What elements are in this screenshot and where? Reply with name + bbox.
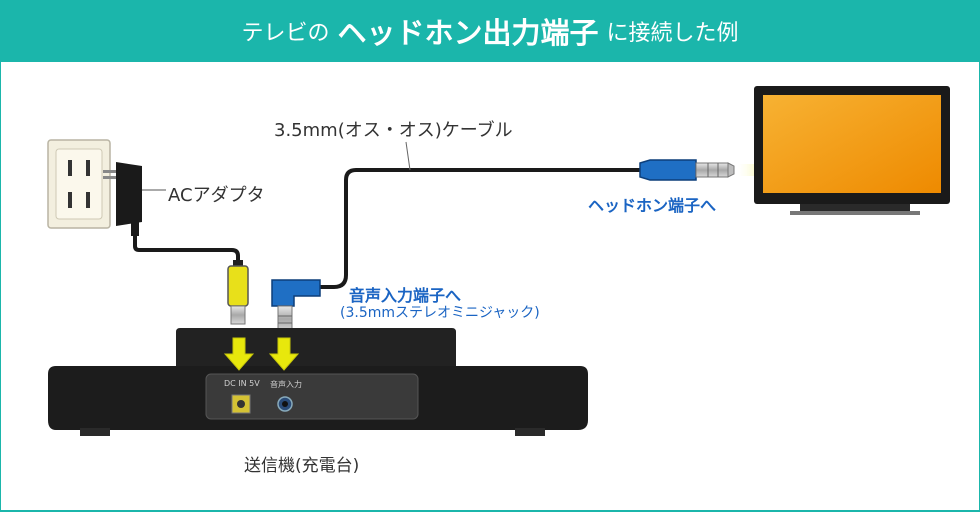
adapter-cable	[133, 236, 240, 262]
transmitter-label: 送信機(充電台)	[244, 456, 360, 476]
panel-dc-label: DC IN 5V	[224, 379, 260, 388]
l-shaped-plug	[271, 279, 321, 333]
audio-input-sublabel: (3.5mmステレオミニジャック)	[340, 305, 540, 321]
audio-cable	[318, 168, 640, 289]
panel-audio-label: 音声入力	[270, 380, 302, 389]
title-banner: テレビの ヘッドホン出力端子 に接続した例	[0, 0, 980, 62]
title-suffix: に接続した例	[606, 21, 739, 46]
ac-adapter-icon	[103, 162, 166, 236]
tv-port-label: ヘッドホン端子へ	[588, 196, 717, 215]
cable-label: 3.5mm(オス・オス)ケーブル	[274, 120, 513, 141]
dc-plug	[227, 260, 249, 325]
straight-plug	[639, 159, 735, 181]
down-arrow-icon	[223, 337, 255, 371]
transmitter-base	[48, 328, 588, 436]
wall-outlet-icon	[47, 139, 111, 229]
down-arrow-icon	[268, 337, 300, 371]
tv-icon	[754, 86, 950, 215]
audio-input-label: 音声入力端子へ	[349, 286, 462, 305]
title-emphasis: ヘッドホン出力端子	[337, 16, 599, 50]
adapter-label: ACアダプタ	[168, 185, 265, 206]
title-prefix: テレビの	[241, 21, 330, 46]
